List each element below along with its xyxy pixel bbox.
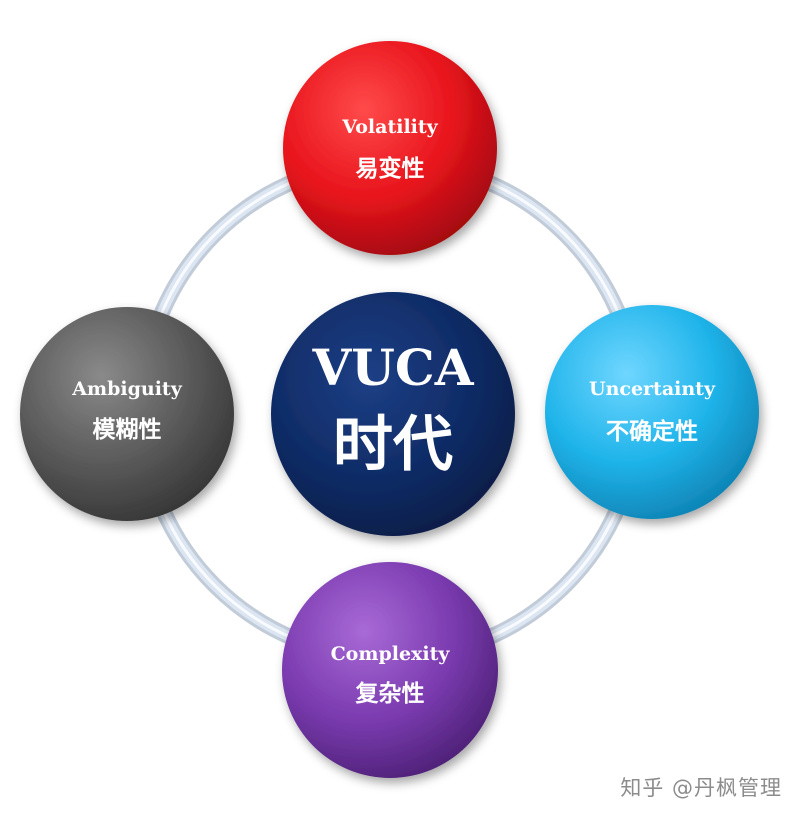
node-volatility-zh: 易变性 bbox=[356, 155, 425, 182]
node-uncertainty-en: Uncertainty bbox=[589, 378, 716, 400]
node-ambiguity-en: Ambiguity bbox=[71, 378, 182, 400]
node-volatility: Volatility 易变性 bbox=[283, 41, 497, 255]
node-uncertainty: Uncertainty 不确定性 bbox=[545, 305, 759, 519]
center-subtitle: 时代 bbox=[333, 410, 453, 480]
center-node: VUCA 时代 bbox=[271, 292, 515, 536]
node-ambiguity: Ambiguity 模糊性 bbox=[20, 307, 234, 521]
node-volatility-en: Volatility bbox=[341, 116, 438, 138]
node-complexity-en: Complexity bbox=[331, 643, 451, 665]
node-ambiguity-zh: 模糊性 bbox=[93, 417, 162, 443]
node-complexity-zh: 复杂性 bbox=[355, 681, 425, 707]
node-complexity: Complexity 复杂性 bbox=[282, 562, 498, 778]
center-title: VUCA bbox=[312, 338, 475, 397]
node-uncertainty-zh: 不确定性 bbox=[606, 418, 698, 445]
watermark-text: 知乎 @丹枫管理 bbox=[620, 776, 782, 800]
